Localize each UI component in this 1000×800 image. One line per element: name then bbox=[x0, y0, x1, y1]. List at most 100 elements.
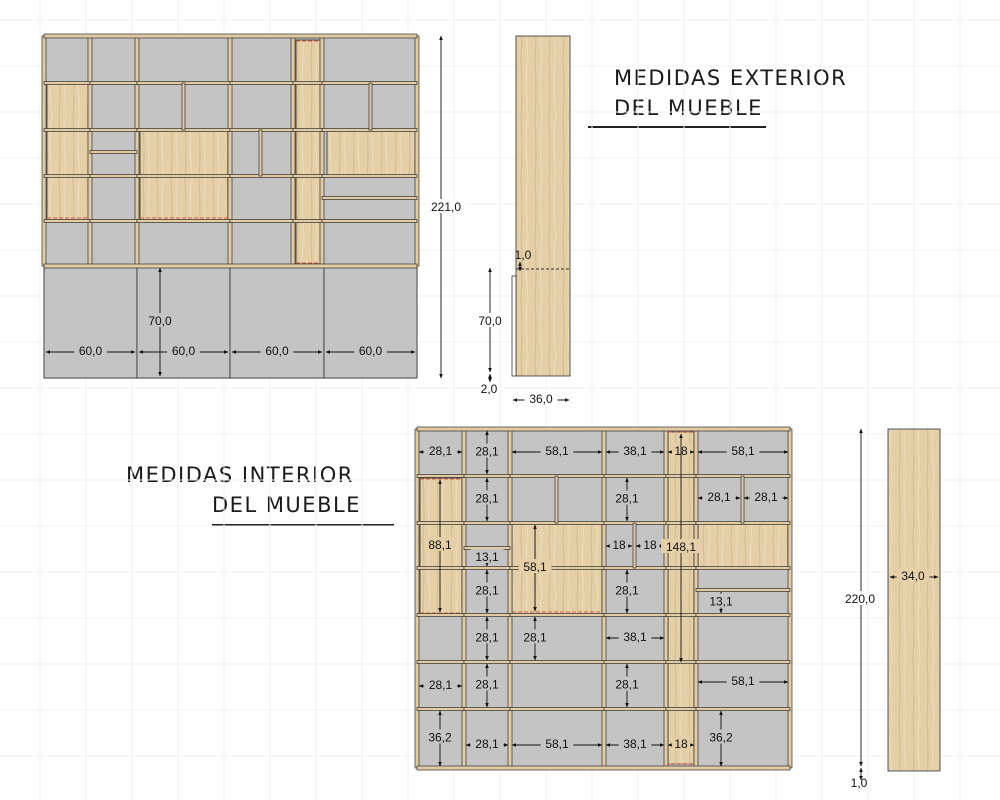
base-door bbox=[229, 265, 325, 379]
shelf bbox=[603, 613, 667, 617]
interior-height-label: 13,1 bbox=[475, 550, 499, 564]
base-door bbox=[323, 265, 418, 379]
interior-height-label: 28,1 bbox=[475, 631, 499, 645]
interior-width-label: 38,1 bbox=[623, 737, 647, 751]
upright bbox=[787, 428, 793, 769]
shelf bbox=[416, 660, 465, 664]
label-bg bbox=[470, 443, 504, 458]
label-bg bbox=[426, 199, 466, 213]
exterior-base-height-label: 70,0 bbox=[148, 314, 172, 328]
label-bg bbox=[610, 676, 644, 691]
interior-width-label: 58,1 bbox=[545, 737, 569, 751]
label-bg bbox=[167, 343, 200, 357]
label-bg bbox=[618, 443, 652, 457]
upright bbox=[663, 428, 669, 769]
interior-width-label-group: 18 bbox=[671, 736, 691, 751]
label-bg bbox=[896, 568, 930, 582]
label-bg bbox=[524, 391, 558, 405]
label-bg bbox=[424, 677, 457, 691]
interior-width-label: 58,1 bbox=[731, 444, 755, 458]
side-depth-label: 36,0 bbox=[529, 392, 553, 406]
interior-width-label: 18 bbox=[674, 737, 688, 751]
label-bg bbox=[74, 343, 107, 357]
interior-height-label: 28,1 bbox=[615, 584, 639, 598]
interior-height-label: 28,1 bbox=[475, 492, 499, 506]
interior-total-height-label-group: 220,0 bbox=[840, 591, 880, 606]
interior-height-label: 36,2 bbox=[709, 731, 733, 745]
shelf bbox=[463, 521, 511, 525]
shelf bbox=[89, 219, 138, 223]
divider bbox=[740, 475, 745, 524]
divider bbox=[554, 475, 559, 524]
label-bg bbox=[470, 582, 504, 597]
interior-height-label: 28,1 bbox=[475, 584, 499, 598]
interior-side-depth-label-group: 34,0 bbox=[896, 568, 930, 583]
label-bg bbox=[423, 537, 457, 551]
exterior-side-view: 1,070,02,036,0 bbox=[473, 35, 571, 406]
label-bg bbox=[473, 313, 507, 327]
label-bg bbox=[640, 537, 660, 551]
label-bg bbox=[423, 729, 457, 744]
shelf bbox=[229, 219, 294, 223]
interior-width-label: 28,1 bbox=[429, 444, 453, 458]
label-bg bbox=[518, 629, 552, 644]
interior-side-depth-label: 34,0 bbox=[901, 569, 925, 583]
exterior-module-width-label-group: 60,0 bbox=[354, 343, 387, 358]
interior-height-label-group: 28,1 bbox=[470, 676, 504, 692]
interior-height-label-group: 28,1 bbox=[610, 582, 644, 598]
shelf bbox=[665, 707, 697, 711]
shelf bbox=[509, 613, 605, 617]
interior-height-label-group: 58,1 bbox=[518, 559, 552, 574]
interior-width-label: 38,1 bbox=[623, 630, 647, 644]
interior-width-label-group: 18 bbox=[609, 537, 629, 552]
interior-height-label: 13,1 bbox=[709, 595, 733, 609]
label-bg bbox=[704, 593, 738, 608]
wood-zone-col6 bbox=[326, 129, 416, 177]
label-bg bbox=[671, 736, 691, 750]
shelf bbox=[229, 81, 294, 85]
interior-width-label: 58,1 bbox=[731, 674, 755, 688]
side-plinth-label: 2,0 bbox=[481, 382, 498, 396]
divider bbox=[632, 522, 637, 569]
exterior-module-width-label: 60,0 bbox=[359, 344, 383, 358]
shelf bbox=[136, 174, 231, 178]
divider bbox=[368, 82, 373, 131]
shelf bbox=[89, 150, 138, 154]
shelf bbox=[463, 613, 511, 617]
interior-width-label-group: 38,1 bbox=[618, 629, 652, 644]
label-bg bbox=[540, 736, 574, 750]
shelf bbox=[43, 81, 91, 85]
interior-width-label-group: 28,1 bbox=[424, 443, 457, 458]
interior-bottom-label-group: 1,0 bbox=[851, 776, 868, 790]
upright bbox=[319, 35, 325, 267]
label-bg bbox=[424, 443, 457, 457]
interior-height-label: 58,1 bbox=[523, 560, 547, 574]
shelf bbox=[509, 660, 605, 664]
shelf bbox=[603, 660, 667, 664]
exterior-module-width-label-group: 60,0 bbox=[74, 343, 107, 358]
label-bg bbox=[749, 489, 783, 503]
side-base-height-label-group: 70,0 bbox=[473, 313, 507, 328]
interior-height-label: 28,1 bbox=[615, 678, 639, 692]
side-panel bbox=[515, 35, 571, 377]
interior-width-label-group: 58,1 bbox=[726, 443, 760, 458]
interior-height-label-group: 36,2 bbox=[704, 729, 738, 745]
side-base-height-label: 70,0 bbox=[478, 314, 502, 328]
label-bg bbox=[143, 313, 177, 327]
interior-height-label-group: 28,1 bbox=[470, 443, 504, 459]
interior-height-label-group: 28,1 bbox=[470, 582, 504, 598]
shelf bbox=[603, 707, 667, 711]
upright bbox=[507, 428, 513, 769]
shelf bbox=[416, 521, 465, 525]
interior-height-label-group: 13,1 bbox=[470, 549, 504, 564]
shelf bbox=[695, 613, 791, 617]
interior-height-label-group: 28,1 bbox=[610, 676, 644, 692]
interior-width-label-group: 28,1 bbox=[470, 736, 504, 751]
label-bg bbox=[618, 736, 652, 750]
shelf bbox=[416, 566, 465, 570]
label-bg bbox=[726, 443, 760, 457]
interior-height-label: 36,2 bbox=[428, 731, 452, 745]
title-interior-line1: MEDIDAS INTERIOR bbox=[126, 463, 354, 487]
